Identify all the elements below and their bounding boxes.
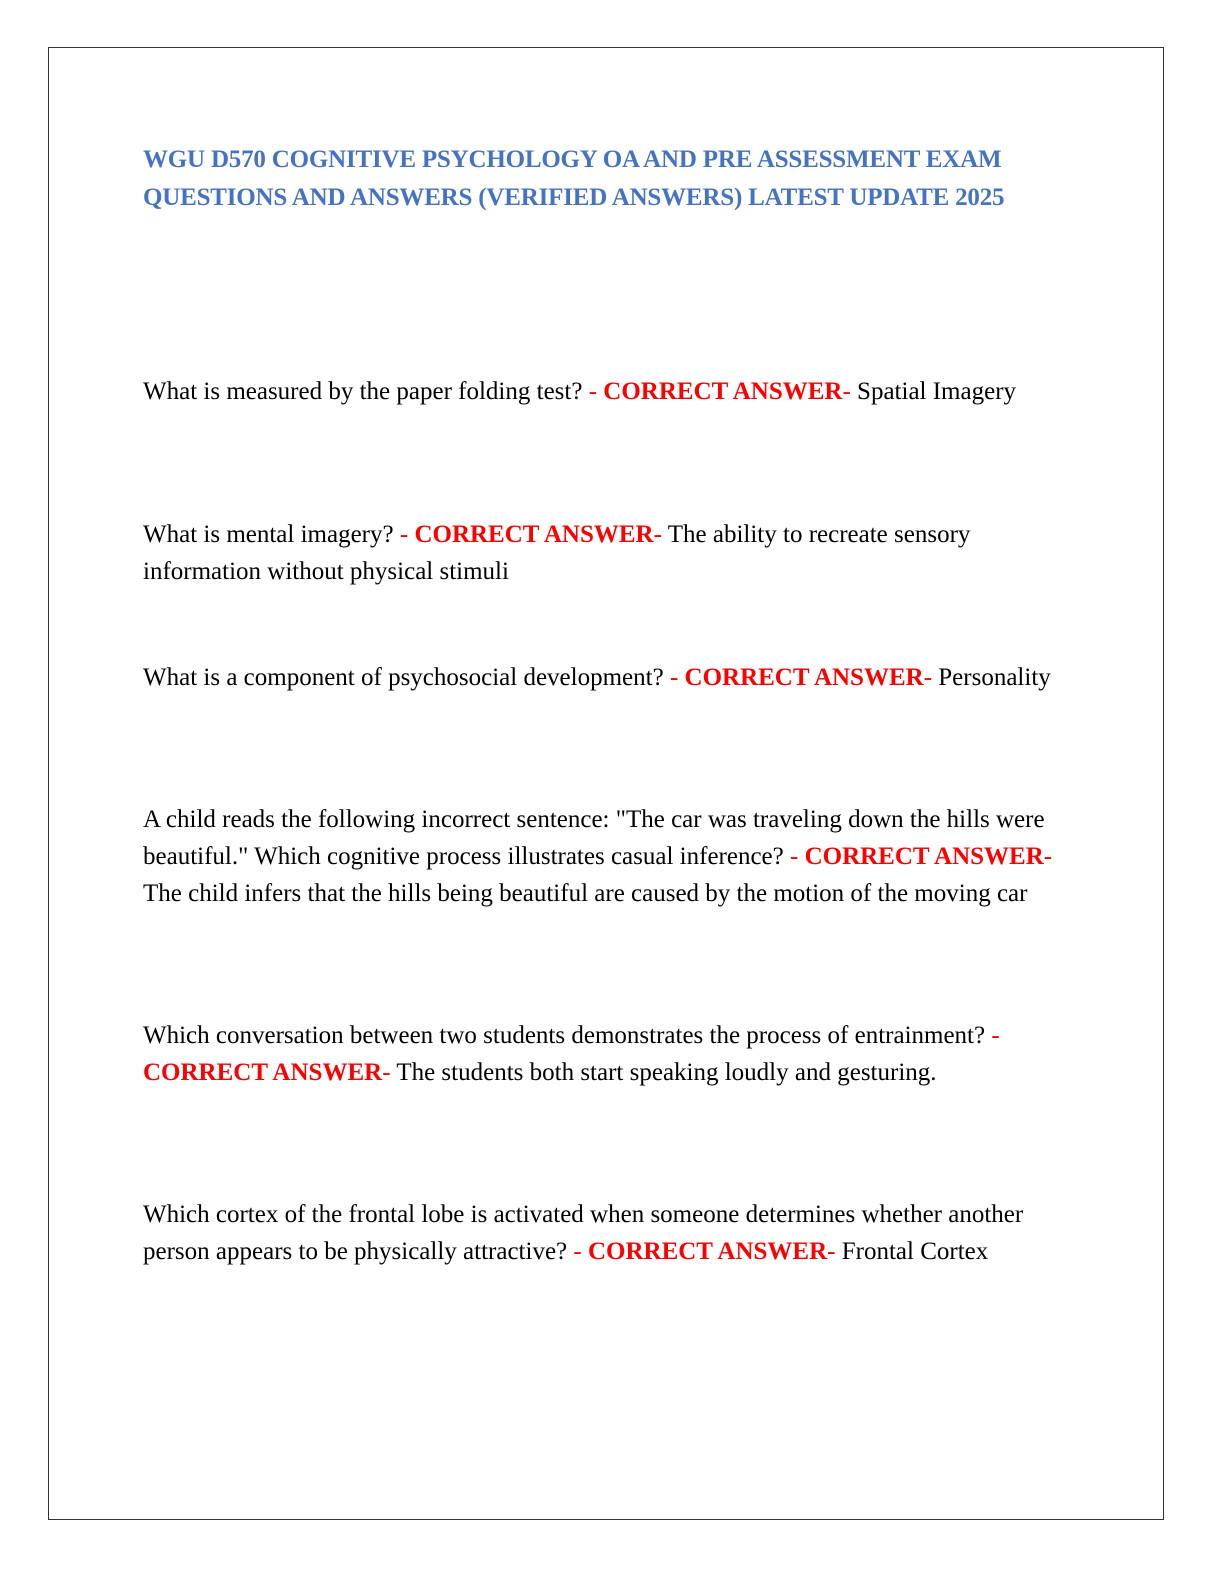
- answer-trailer: -: [923, 664, 939, 691]
- qa-item: Which conversation between two students …: [143, 1017, 1068, 1091]
- correct-answer-label: CORRECT ANSWER: [143, 1059, 383, 1086]
- answer-separator: -: [573, 1238, 588, 1265]
- answer-text: Spatial Imagery: [857, 378, 1017, 405]
- question-text: What is mental imagery?: [143, 521, 400, 548]
- qa-item: What is a component of psychosocial deve…: [143, 659, 1068, 696]
- answer-trailer: -: [827, 1238, 842, 1265]
- answer-text: The ability to recreate sensory informat…: [143, 521, 971, 585]
- correct-answer-label: CORRECT ANSWER: [684, 664, 924, 691]
- answer-trailer: -: [653, 521, 668, 548]
- answer-trailer: -: [842, 378, 858, 405]
- answer-text: The child infers that the hills being be…: [143, 880, 1028, 907]
- question-text: What is measured by the paper folding te…: [143, 378, 589, 405]
- question-text: Which conversation between two students …: [143, 1022, 992, 1049]
- answer-text: The students both start speaking loudly …: [396, 1059, 937, 1086]
- answer-text: Frontal Cortex: [841, 1238, 989, 1265]
- correct-answer-label: CORRECT ANSWER: [804, 843, 1044, 870]
- qa-item: A child reads the following incorrect se…: [143, 801, 1068, 912]
- question-text: What is a component of psychosocial deve…: [143, 664, 670, 691]
- answer-trailer: -: [1043, 843, 1053, 870]
- qa-item: What is mental imagery? - CORRECT ANSWER…: [143, 516, 1068, 590]
- page-border: [48, 47, 1164, 1520]
- answer-separator: -: [588, 378, 604, 405]
- qa-item: Which cortex of the frontal lobe is acti…: [143, 1196, 1068, 1270]
- answer-separator: -: [399, 521, 415, 548]
- answer-separator: -: [991, 1022, 1000, 1049]
- answer-separator: -: [669, 664, 685, 691]
- answer-text: Personality: [938, 664, 1051, 691]
- qa-item: What is measured by the paper folding te…: [143, 373, 1068, 410]
- question-text: A child reads the following incorrect se…: [143, 806, 1045, 870]
- question-text: Which cortex of the frontal lobe is acti…: [143, 1201, 1024, 1265]
- correct-answer-label: CORRECT ANSWER: [587, 1238, 828, 1265]
- answer-trailer: -: [382, 1059, 397, 1086]
- answer-separator: -: [790, 843, 805, 870]
- document-title: WGU D570 COGNITIVE PSYCHOLOGY OA AND PRE…: [143, 146, 1005, 211]
- correct-answer-label: CORRECT ANSWER: [414, 521, 654, 548]
- correct-answer-label: CORRECT ANSWER: [603, 378, 843, 405]
